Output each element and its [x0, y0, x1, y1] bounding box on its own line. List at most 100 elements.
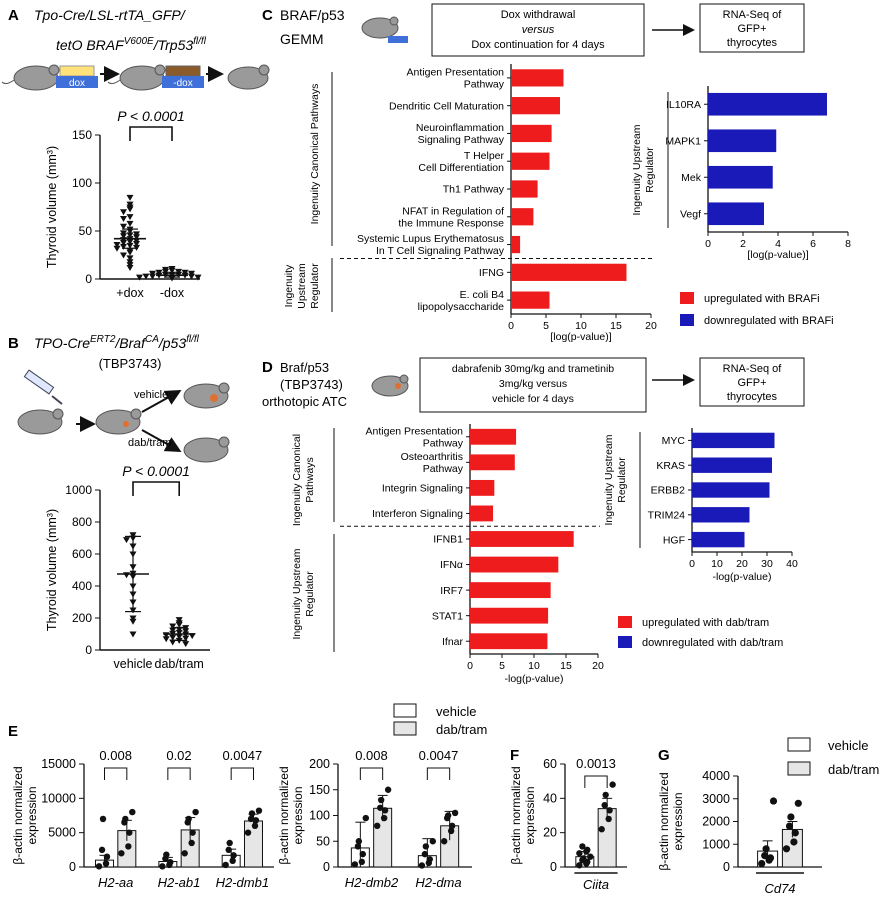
- category-label: Dendritic Cell Maturation: [389, 100, 504, 112]
- y-tick-label: 60: [543, 757, 557, 771]
- nodox-label: -dox: [173, 78, 192, 89]
- y-tick-label: 50: [316, 834, 330, 848]
- data-point: [136, 274, 143, 281]
- panel-c-model-line1: BRAF/p53: [280, 7, 345, 23]
- p-value-label: 0.008: [355, 748, 388, 763]
- data-point: [230, 852, 237, 859]
- data-point: [598, 826, 605, 833]
- y-axis-label: expression: [523, 786, 537, 844]
- category-label: MYC: [662, 435, 686, 447]
- data-point: [426, 856, 433, 863]
- data-point: [762, 845, 770, 853]
- data-point: [251, 822, 259, 829]
- panel-d-group1-label1: Ingenuity Canonical: [291, 434, 303, 526]
- data-point: [149, 273, 156, 280]
- mouse-icon: [95, 408, 142, 435]
- panel-c-right-group-label1: Ingenuity Upstream: [631, 124, 643, 215]
- panel-c-box2-line3: thyrocytes: [727, 37, 778, 49]
- category-label: T Helper: [464, 150, 505, 162]
- y-tick-label: 10000: [41, 791, 76, 805]
- significance-bracket: [584, 775, 608, 788]
- data-point: [229, 857, 236, 865]
- category-label: Ifnar: [442, 636, 464, 648]
- arrow-icon: [141, 429, 182, 452]
- bar: [511, 263, 627, 281]
- bar: [511, 152, 550, 170]
- category-label: ERBB2: [651, 485, 686, 497]
- bar: [511, 124, 552, 143]
- bar: [470, 582, 551, 599]
- x-category-label: H2-dmb2: [345, 875, 399, 890]
- panel-label-a: A: [8, 7, 19, 24]
- category-label: TRIM24: [648, 509, 686, 521]
- bar: [470, 505, 494, 522]
- data-point: [122, 815, 129, 823]
- bar: [708, 129, 777, 153]
- y-tick-label: 100: [72, 176, 92, 190]
- panel-d-box1-line1: dabrafenib 30mg/kg and trametinib: [452, 363, 614, 375]
- significance-bracket: [167, 767, 191, 780]
- data-point: [133, 240, 140, 247]
- x-category-label: Cd74: [764, 881, 795, 896]
- y-tick-label: 1000: [702, 837, 730, 851]
- bar: [470, 479, 495, 496]
- arm2-label: dab/tram: [128, 437, 171, 449]
- x-axis-label: -log(p-value): [713, 571, 772, 583]
- data-point: [192, 808, 199, 816]
- bar: [511, 235, 521, 254]
- x-category-label: dab/tram: [155, 657, 204, 671]
- y-axis-label: expression: [291, 786, 305, 844]
- data-point: [358, 858, 366, 866]
- y-tick-label: 0: [323, 860, 330, 874]
- data-point: [354, 843, 362, 850]
- panel-g-legend-dabtram: dab/tram: [828, 762, 879, 777]
- data-point: [142, 273, 150, 280]
- data-point: [584, 846, 591, 854]
- data-point: [120, 216, 127, 223]
- bar: [511, 208, 534, 226]
- category-label: the Immune Response: [398, 217, 504, 229]
- data-point: [580, 855, 587, 862]
- category-label: Pathway: [423, 437, 464, 449]
- y-tick-label: 40: [543, 791, 557, 805]
- legend-up-swatch: [618, 616, 632, 628]
- bar: [692, 432, 775, 449]
- data-point: [126, 214, 134, 221]
- data-point: [182, 641, 190, 648]
- x-tick-label: 10: [528, 660, 540, 672]
- category-label: E. coli B4: [460, 289, 505, 301]
- data-point: [609, 781, 616, 788]
- data-point: [579, 843, 586, 850]
- panel-d-box2-line2: GFP+: [737, 377, 766, 389]
- panel-a-genotype-line1: Tpo-Cre/LSL-rtTA_GFP/: [34, 7, 187, 23]
- x-tick-label: 8: [845, 238, 851, 250]
- x-category-label: -dox: [160, 286, 185, 300]
- data-point: [168, 267, 176, 274]
- data-point: [244, 829, 252, 836]
- y-tick-label: 150: [72, 128, 92, 142]
- data-point: [129, 532, 137, 539]
- data-point: [169, 627, 177, 634]
- data-point: [422, 843, 430, 850]
- data-point: [103, 853, 111, 860]
- data-point: [602, 791, 609, 799]
- y-tick-label: 0: [69, 860, 76, 874]
- panel-c-legend-up: upregulated with BRAFi: [704, 293, 820, 305]
- x-tick-label: 15: [610, 320, 622, 332]
- data-point: [126, 264, 134, 271]
- y-tick-label: 200: [72, 611, 92, 625]
- mouse-icon: [361, 16, 408, 43]
- data-point: [377, 796, 385, 804]
- y-tick-label: 1000: [65, 483, 92, 497]
- y-axis-label: expression: [671, 792, 685, 850]
- data-point: [120, 252, 127, 259]
- data-point: [787, 813, 795, 821]
- data-point: [384, 786, 392, 793]
- data-point: [99, 815, 107, 823]
- panel-d-group1-label2: Pathways: [304, 457, 316, 503]
- legend-dabtram-swatch: [393, 721, 417, 736]
- x-axis-label: -log(p-value): [505, 673, 564, 685]
